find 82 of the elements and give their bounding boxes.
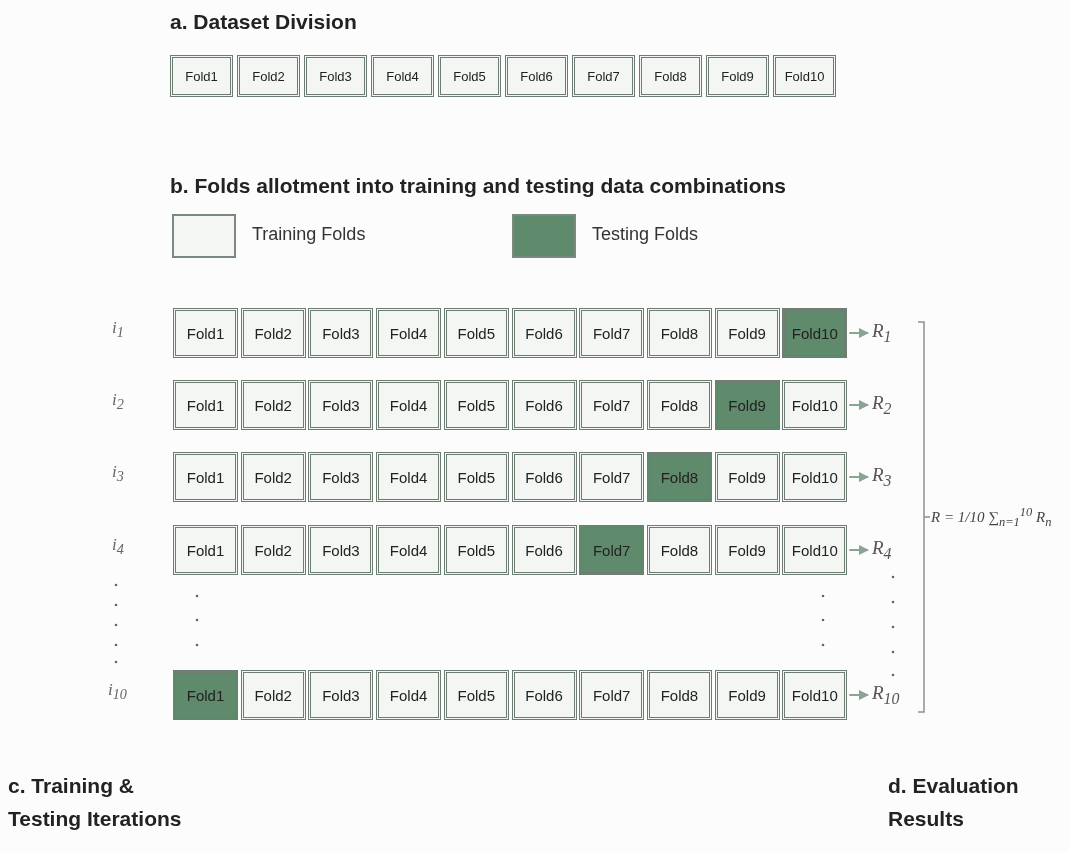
formula: R = 1/10 ∑$_{n=1}$$^{10}$ R$_{n}$ [931,505,1052,530]
iteration-label: i$_{2}$ [112,390,124,414]
fold-box: Fold3 [308,452,374,502]
fold-box: Fold8 [646,380,712,430]
fold-box: Fold8 [646,670,712,720]
iteration-label: i$_{1}$ [112,318,124,342]
fold-box: Fold5 [443,670,509,720]
fold-box: Fold10 [773,55,836,97]
result-label: R$_{3}$ [872,464,892,490]
fold-box: Fold1 [173,525,238,575]
iteration-label: i$_{3}$ [112,462,124,486]
fold-box: Fold1 [173,308,238,358]
fold-box: Fold9 [714,525,780,575]
fold-box: Fold7 [579,670,645,720]
fold-box: Fold1 [170,55,233,97]
section-heading: b. Folds allotment into training and testing data combinations [170,174,786,198]
fold-box: Fold2 [240,380,306,430]
fold-box: Fold8 [646,308,712,358]
fold-box: Fold5 [443,525,509,575]
legend-label: Testing Folds [592,224,699,245]
section-heading: a. Dataset Division [170,10,357,34]
arrow [848,400,869,410]
fold-box: Fold8 [639,55,702,97]
fold-box: Fold4 [376,308,442,358]
fold-box: Fold2 [240,308,306,358]
fold-box: Fold5 [443,452,509,502]
fold-box: Fold2 [240,525,306,575]
fold-box: Fold9 [714,308,780,358]
fold-box: Fold3 [308,525,374,575]
fold-box: Fold4 [376,670,442,720]
fold-box: Fold8 [646,525,712,575]
fold-box: Fold6 [511,525,577,575]
legend-label: Training Folds [252,224,366,245]
iteration-label: i$_{4}$ [112,535,124,559]
testing-fold-box: Fold10 [782,308,848,358]
section-heading: d. Evaluation Results [888,773,1020,832]
testing-fold-box: Fold7 [579,525,645,575]
arrow [848,472,869,482]
fold-box: Fold6 [511,308,577,358]
fold-box: Fold10 [782,525,848,575]
fold-box: Fold7 [579,380,645,430]
fold-box: Fold4 [376,525,442,575]
fold-box: Fold6 [511,380,577,430]
fold-box: Fold3 [304,55,367,97]
result-label: R$_{4}$ [872,537,892,563]
result-label: R$_{10}$ [872,682,900,708]
fold-box: Fold10 [782,452,848,502]
fold-box: Fold5 [443,308,509,358]
fold-box: Fold9 [706,55,769,97]
fold-box: Fold7 [579,308,645,358]
fold-box: Fold2 [240,670,306,720]
fold-box: Fold10 [782,670,848,720]
fold-box: Fold3 [308,670,374,720]
fold-box: Fold7 [572,55,635,97]
fold-box: Fold6 [505,55,568,97]
arrow [848,328,869,338]
fold-box: Fold10 [782,380,848,430]
fold-box: Fold6 [511,670,577,720]
fold-box: Fold2 [240,452,306,502]
testing-fold-box: Fold8 [646,452,712,502]
fold-box: Fold3 [308,308,374,358]
fold-box: Fold4 [371,55,434,97]
fold-box: Fold9 [714,670,780,720]
arrow [848,690,869,700]
fold-box: Fold3 [308,380,374,430]
fold-box: Fold4 [376,452,442,502]
fold-box: Fold5 [438,55,501,97]
testing-fold-box: Fold1 [173,670,238,720]
fold-box: Fold1 [173,380,238,430]
testing-fold-box: Fold9 [714,380,780,430]
iteration-label: i$_{10}$ [108,680,127,704]
fold-box: Fold4 [376,380,442,430]
fold-box: Fold2 [237,55,300,97]
fold-box: Fold5 [443,380,509,430]
result-label: R$_{1}$ [872,320,892,346]
section-heading: c. Training & Testing Iterations [8,773,183,832]
fold-box: Fold1 [173,452,238,502]
result-label: R$_{2}$ [872,392,892,418]
fold-box: Fold6 [511,452,577,502]
fold-box: Fold7 [579,452,645,502]
arrow [848,545,869,555]
fold-box: Fold9 [714,452,780,502]
